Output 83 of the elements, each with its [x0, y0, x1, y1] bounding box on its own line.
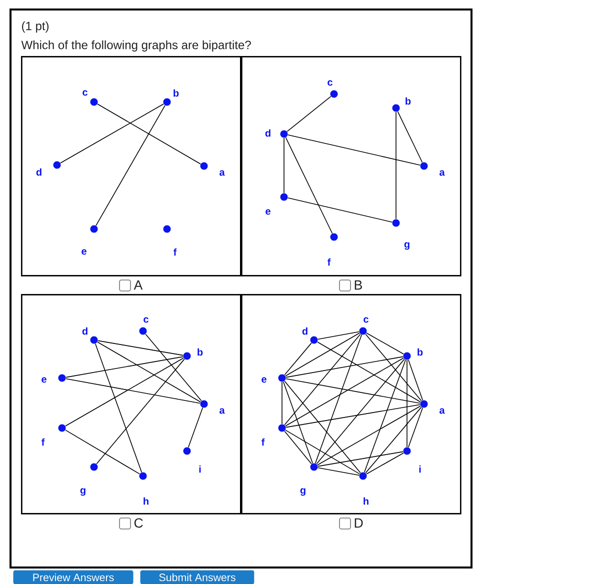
graph-edge — [366, 332, 404, 354]
vertex-label: e — [42, 377, 46, 383]
question-text: Which of the following graphs are bipartite? — [21, 40, 251, 52]
graph-edge — [66, 378, 200, 404]
graph-edge — [406, 360, 408, 448]
graph-edge — [96, 105, 166, 226]
graph-edge — [314, 334, 362, 464]
vertex-label: c — [364, 317, 368, 323]
graph-edge — [145, 334, 202, 402]
graph-edge — [96, 358, 185, 464]
graph-edge — [318, 451, 404, 467]
vertex-label: e — [262, 377, 266, 383]
graph-edge — [286, 96, 332, 132]
graph-edge — [364, 359, 406, 473]
vertex-label: b — [198, 348, 203, 356]
vertex-label: b — [418, 348, 423, 356]
vertex-label: c — [144, 317, 148, 323]
vertex-label: d — [36, 168, 42, 176]
graph-edge — [316, 358, 405, 464]
vertex-label: f — [174, 248, 177, 256]
graph-edge — [285, 358, 404, 426]
graph-edge — [65, 358, 184, 426]
vertex-label: i — [199, 465, 201, 473]
vertex-label: a — [220, 408, 225, 414]
vertex-label: b — [174, 89, 179, 97]
action-button: Preview Answers — [13, 570, 134, 584]
vertex-label: d — [265, 129, 270, 137]
vertex-label: d — [82, 327, 88, 335]
graph-edge — [397, 111, 423, 163]
vertex-label: a — [220, 170, 225, 176]
graph-edge — [285, 137, 333, 234]
graph-edge — [60, 104, 164, 164]
graph-edge — [365, 406, 422, 474]
option-label: A — [134, 280, 143, 290]
vertex-label: c — [82, 90, 88, 96]
option-label: C — [134, 518, 143, 528]
graph-edge — [65, 430, 140, 474]
graph-edge — [97, 342, 201, 402]
graph-edge — [66, 356, 184, 378]
vertex-label: i — [419, 465, 421, 473]
vertex-label: g — [80, 488, 86, 496]
vertex-label: h — [144, 497, 148, 505]
vertex-label: f — [328, 258, 331, 266]
graph-edge — [286, 378, 420, 404]
graph-edge — [97, 104, 201, 164]
graph-edge — [98, 340, 184, 356]
vertex-label: f — [42, 438, 45, 446]
graph-edge — [317, 406, 421, 466]
graph-edge — [282, 381, 314, 464]
vertex-label: h — [364, 497, 368, 505]
vertex-label: b — [406, 97, 411, 105]
graph-edge — [408, 407, 424, 448]
vertex-label: e — [266, 209, 270, 215]
vertex-label: a — [440, 170, 445, 176]
graph-edge — [94, 343, 142, 473]
graph-edge — [285, 430, 360, 474]
graph-edge — [288, 134, 420, 166]
graph-edge — [188, 407, 204, 448]
vertex-label: d — [302, 327, 308, 335]
vertex-label: f — [262, 438, 265, 446]
graph-edge — [366, 452, 404, 474]
graph-edge — [288, 198, 392, 222]
graph-edge — [317, 342, 421, 402]
vertex-label: g — [300, 488, 306, 496]
graph-edge — [286, 404, 420, 428]
vertex-label: g — [404, 242, 410, 250]
graph-edge — [284, 342, 312, 376]
graph-edge — [284, 334, 361, 426]
graph-edge — [365, 334, 422, 402]
graph-edge — [318, 467, 360, 476]
vertex-label: a — [440, 408, 445, 414]
graph-edge — [318, 331, 360, 340]
graph-edge — [284, 380, 361, 474]
action-button: Submit Answers — [140, 570, 254, 584]
graph-edge — [284, 430, 312, 464]
graph-edge — [408, 359, 424, 401]
vertex-label: c — [328, 80, 332, 86]
points-text: (1 pt) — [22, 21, 49, 33]
vertex-label: e — [82, 249, 86, 255]
option-label: D — [354, 518, 363, 528]
option-label: B — [354, 280, 362, 290]
graph-edge — [286, 356, 404, 378]
graph-edge — [285, 332, 360, 376]
